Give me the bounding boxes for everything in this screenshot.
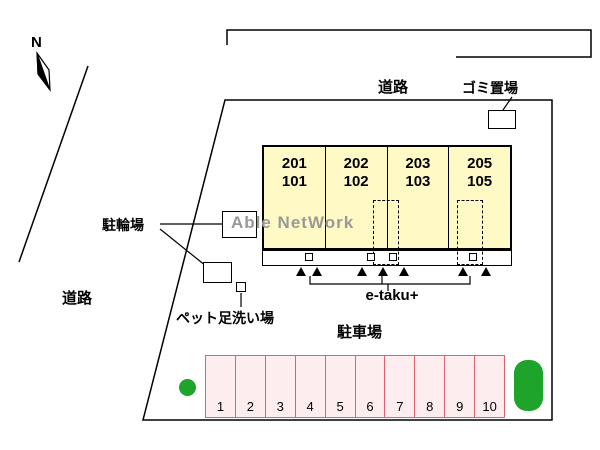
unit-202-102: 202 102	[326, 147, 388, 248]
parking-space: 7	[385, 356, 416, 417]
pet-wash-box	[236, 282, 246, 292]
parking-space: 1	[206, 356, 236, 417]
bicycle-leader-line-2	[159, 228, 207, 267]
bicycle-parking-box-2	[203, 262, 232, 283]
space-number: 7	[396, 399, 404, 414]
space-number: 4	[306, 399, 314, 414]
building: 201 101 202 102 203 103 205 105	[262, 145, 512, 250]
unit-upper-label: 202	[343, 155, 369, 172]
parking-lot-label: 駐車場	[337, 324, 383, 341]
unit-lower-label: 101	[281, 173, 307, 190]
garbage-leader-line	[502, 96, 513, 111]
road-left-line	[18, 65, 89, 263]
compass-north-label: N	[31, 34, 42, 51]
entrance-triangle-icon	[378, 267, 388, 276]
space-number: 5	[336, 399, 344, 414]
watermark: Able NetWork	[231, 213, 355, 232]
entrance-triangle-icon	[399, 267, 409, 276]
entrance-door-square	[389, 253, 397, 261]
entrance-triangle-icon	[357, 267, 367, 276]
unit-201-101: 201 101	[264, 147, 326, 248]
space-number: 2	[246, 399, 254, 414]
entrance-door-square	[367, 253, 375, 261]
unit-lower-label: 102	[343, 173, 369, 190]
space-number: 10	[482, 399, 497, 414]
entrance-triangle-icon	[296, 267, 306, 276]
space-number: 9	[456, 399, 464, 414]
road-top-label: 道路	[378, 79, 409, 96]
garbage-area-label: ゴミ置場	[462, 80, 518, 96]
space-number: 3	[276, 399, 284, 414]
bicycle-parking-box-1	[222, 211, 257, 238]
tree-circle	[179, 379, 196, 396]
garbage-box	[488, 110, 516, 129]
unit-lower-label: 105	[467, 173, 493, 190]
unit-upper-label: 205	[467, 155, 493, 172]
road-top-line	[226, 29, 592, 58]
unit-upper-label: 201	[281, 155, 307, 172]
space-number: 6	[366, 399, 374, 414]
stairwell-dashed-box	[373, 200, 399, 265]
property-boundary	[142, 99, 553, 421]
unit-203-103: 203 103	[388, 147, 450, 248]
entrance-triangle-icon	[481, 267, 491, 276]
space-number: 1	[216, 399, 225, 414]
parking-space: 2	[236, 356, 266, 417]
space-number: 8	[426, 399, 434, 414]
parking-space: 10	[475, 356, 504, 417]
compass-needle-dark-half	[36, 52, 51, 91]
unit-lower-label: 103	[405, 173, 431, 190]
entrance-triangle-icon	[458, 267, 468, 276]
unit-205-105: 205 105	[449, 147, 510, 248]
entrance-door-square	[469, 253, 477, 261]
entrance-triangle-icon	[312, 267, 322, 276]
pet-wash-label: ペット足洗い場	[176, 310, 274, 326]
hedge-oval	[514, 360, 543, 411]
parking-space: 8	[415, 356, 446, 417]
parking-row: 1 2 3 4 5 6 7 8 9 10	[205, 355, 505, 418]
road-left-label: 道路	[62, 290, 93, 307]
etaku-label: e-taku+	[365, 287, 419, 304]
parking-space: 5	[326, 356, 356, 417]
etaku-bracket-line	[309, 276, 471, 291]
entrance-door-square	[305, 253, 313, 261]
parking-space: 4	[296, 356, 326, 417]
unit-upper-label: 203	[405, 155, 431, 172]
parking-space: 6	[356, 356, 386, 417]
building-walkway	[262, 250, 512, 266]
stairwell-dashed-box	[457, 200, 483, 265]
parking-space: 9	[445, 356, 476, 417]
parking-space: 3	[266, 356, 296, 417]
bicycle-parking-label: 駐輪場	[102, 217, 144, 233]
